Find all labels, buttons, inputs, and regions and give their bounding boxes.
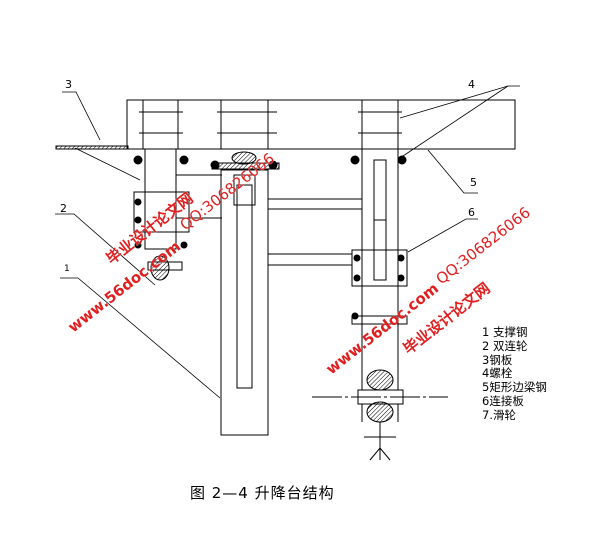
steel-plate bbox=[55, 145, 129, 150]
support-steel bbox=[211, 99, 280, 436]
label-6: 6 bbox=[468, 206, 475, 219]
rectangular-edge-beam bbox=[126, 99, 516, 150]
left-column bbox=[133, 99, 222, 281]
label-2: 2 bbox=[60, 202, 67, 215]
legend-item: 3钢板 bbox=[482, 352, 513, 367]
label-3: 3 bbox=[65, 78, 72, 91]
label-1: 1 bbox=[64, 264, 70, 274]
leader-lines bbox=[55, 85, 520, 399]
right-column bbox=[312, 99, 448, 461]
legend: 1 支撑钢 2 双连轮 3钢板 4螺栓 5矩形边梁钢 6连接板 7.滑轮 bbox=[482, 325, 547, 423]
label-4: 4 bbox=[468, 78, 475, 91]
bolt-rods bbox=[139, 111, 402, 134]
legend-item: 6连接板 bbox=[482, 393, 524, 408]
figure-caption: 图 2—4 升降台结构 bbox=[190, 484, 335, 502]
cross-beams bbox=[267, 198, 363, 266]
connecting-plate bbox=[351, 249, 408, 287]
legend-item: 5矩形边梁钢 bbox=[482, 380, 547, 395]
legend-item: 7.滑轮 bbox=[482, 407, 516, 422]
legend-item: 2 双连轮 bbox=[482, 338, 528, 353]
label-5: 5 bbox=[470, 176, 477, 189]
legend-item: 1 支撑钢 bbox=[482, 325, 528, 339]
bolts bbox=[133, 155, 407, 320]
legend-item: 4螺栓 bbox=[482, 366, 513, 381]
